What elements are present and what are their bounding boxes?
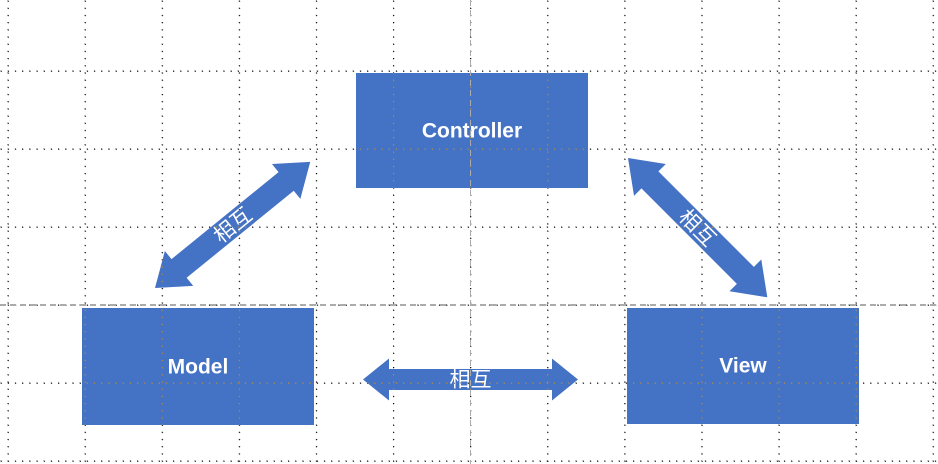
node-view[interactable]: View bbox=[627, 308, 859, 424]
connector-model-controller[interactable]: 相互 bbox=[141, 144, 325, 305]
horizontal-guide[interactable] bbox=[0, 304, 938, 306]
node-label: View bbox=[719, 355, 767, 378]
vertical-guide[interactable] bbox=[469, 0, 471, 464]
node-label: Controller bbox=[422, 120, 522, 143]
node-label: Model bbox=[168, 356, 229, 379]
connector-controller-view[interactable]: 相互 bbox=[612, 142, 783, 313]
node-model[interactable]: Model bbox=[82, 308, 314, 425]
node-controller[interactable]: Controller bbox=[356, 73, 588, 188]
